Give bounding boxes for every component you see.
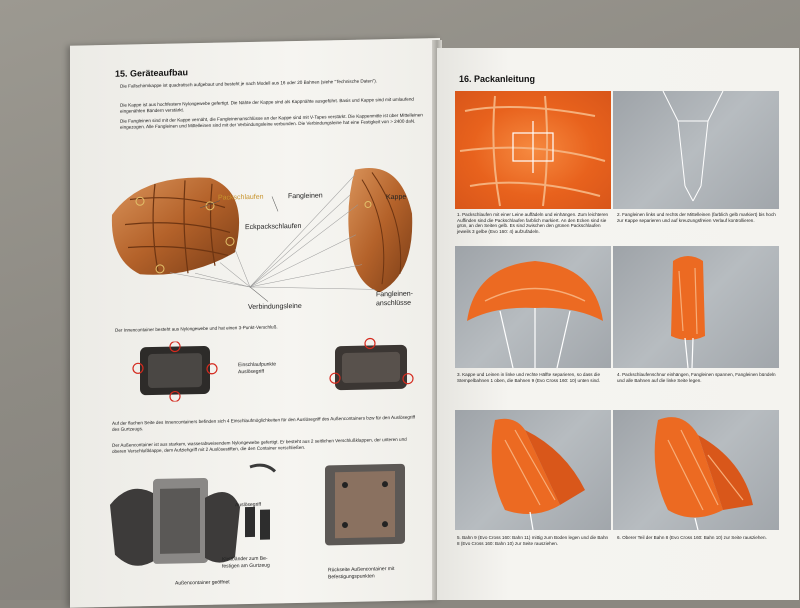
- label-verbindungsleine: Verbindungsleine: [248, 302, 302, 312]
- step-6-caption: 6. Oberer Teil der Bahn 8 (Evo Cross 160…: [617, 535, 767, 540]
- label-klettbaender-line2: festigen am Gurtzeug: [222, 562, 270, 570]
- step-4-caption: 4. Packschlaufenschnur einhängen, Fangle…: [617, 372, 776, 383]
- step-3-photo: [455, 246, 611, 368]
- label-kappe: Kappe: [386, 193, 407, 202]
- intro-paragraph: Die Fallschirmkappe ist quadratisch aufg…: [120, 78, 378, 89]
- step-5-photo: [455, 410, 611, 530]
- outer-container-photos: [110, 463, 405, 566]
- open-canopy-illustration: [348, 168, 413, 293]
- packed-canopy-illustration: [111, 177, 240, 275]
- label-aussencontainer-geoeffnet: Außencontainer geöffnet: [175, 579, 230, 587]
- left-page: 15. Geräteaufbau Die Fallschirmkappe ist…: [70, 38, 440, 608]
- label-packschlaufen: Packschlaufen: [218, 193, 264, 202]
- lines-paragraph: Die Fangleinen sind mit der Kappe vernäh…: [120, 112, 423, 130]
- step-1-photo: [455, 91, 611, 209]
- section-title-geraeteaufbau: 15. Geräteaufbau: [115, 67, 189, 79]
- inner-container-flat-side-image: [132, 340, 218, 403]
- label-fangleinen-anschluesse-line1: Fangleinen-: [376, 290, 413, 299]
- label-rueckseite-line1: Rückseite Außencontainer mit: [328, 565, 395, 574]
- step-1-caption: 1. Packschlaufen mit einer Leine auffäde…: [457, 212, 609, 235]
- label-einschlaufpunkte-line1: Einschlaufpunkte: [238, 361, 277, 369]
- suspension-lines: [169, 174, 376, 290]
- step-2-caption: 2. Fangleinen links und rechts der Mitte…: [617, 212, 776, 223]
- step-3-caption: 3. Kappe und Leinen in linke und rechte …: [457, 372, 601, 383]
- inner-container-text: Der Innencontainer besteht aus Nylongewe…: [115, 324, 278, 333]
- label-fangleinen: Fangleinen: [288, 192, 323, 201]
- outer-container-paragraph: Der Außencontainer ist aus starkem, wass…: [112, 436, 407, 454]
- step-6-photo: [613, 410, 779, 530]
- inner-container-closed-image: [329, 337, 414, 391]
- step-4-photo: [613, 246, 779, 368]
- label-fangleinen-anschluesse-line2: anschlüsse: [376, 299, 412, 308]
- section-title-packanleitung: 16. Packanleitung: [459, 74, 536, 84]
- einschlauf-paragraph: Auf der flachen Seite des Innencontainer…: [112, 414, 415, 432]
- label-einschlaufpunkte-line2: Auslösegriff: [238, 368, 265, 376]
- label-rueckseite-line2: Befestigungspunkten: [328, 573, 375, 581]
- label-eckpackschlaufen: Eckpackschlaufen: [245, 222, 302, 232]
- right-page: 16. Packanleitung 1. Packschlaufen mit e…: [437, 48, 799, 600]
- fabric-paragraph: Die Kappe ist aus hochfestem Nylongewebe…: [120, 96, 414, 114]
- label-ausloesegriff: Auslösegriff: [235, 501, 262, 509]
- step-5-caption: 5. Bahn 9 (Evo Cross 160: Bahn 11) mitti…: [457, 535, 609, 546]
- step-2-photo: [613, 91, 779, 209]
- outer-container-back-image: [325, 463, 405, 546]
- outer-container-open-image: [110, 463, 277, 566]
- inner-container-photos: [132, 337, 414, 403]
- canopy-diagram: [111, 168, 413, 302]
